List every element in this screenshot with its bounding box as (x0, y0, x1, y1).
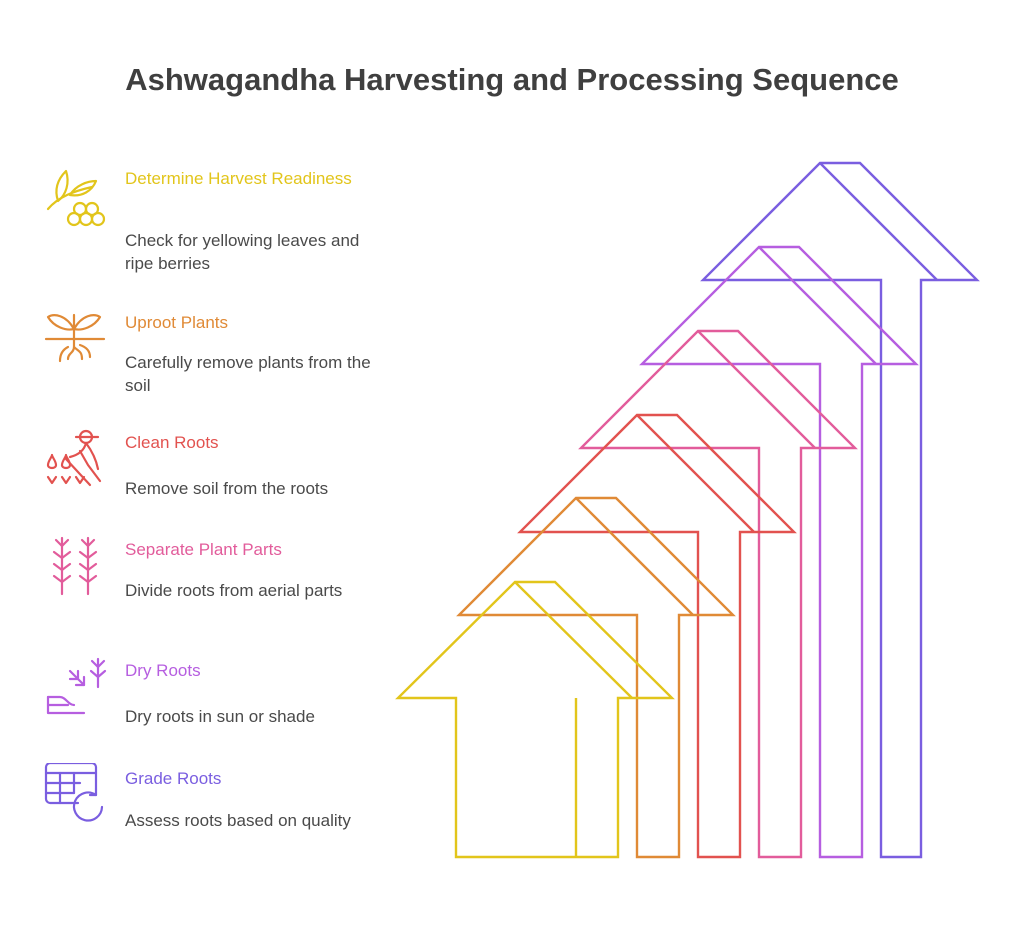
arrow-step-4 (578, 329, 858, 859)
drying-plants-icon (46, 657, 107, 715)
gardener-icon (46, 429, 102, 487)
step-label: Dry Roots (125, 661, 201, 680)
step-description: Assess roots based on quality (125, 811, 351, 830)
step-label: Determine Harvest Readiness (125, 169, 352, 188)
arrow-step-2 (456, 496, 736, 859)
step-label: Clean Roots (125, 433, 219, 452)
step-label: Uproot Plants (125, 313, 228, 332)
step-description: Carefully remove plants from the soil (125, 353, 371, 395)
leaf-berries-icon (46, 169, 106, 227)
step-description: Dry roots in sun or shade (125, 707, 315, 726)
arrow-step-5 (639, 245, 919, 859)
step-description: Check for yellowing leaves and ripe berr… (125, 231, 360, 273)
page-title: Ashwagandha Harvesting and Processing Se… (125, 62, 899, 97)
step-label: Separate Plant Parts (125, 540, 282, 559)
step-description: Divide roots from aerial parts (125, 581, 343, 600)
grading-table-icon (44, 763, 104, 822)
arrow-step-6 (700, 161, 980, 859)
sprout-roots-icon (44, 313, 106, 363)
step-label: Grade Roots (125, 769, 222, 788)
arrow-step-3 (517, 413, 797, 859)
arrow-step-1 (395, 580, 675, 859)
plant-stems-icon (52, 536, 98, 596)
step-description: Remove soil from the roots (125, 479, 329, 498)
